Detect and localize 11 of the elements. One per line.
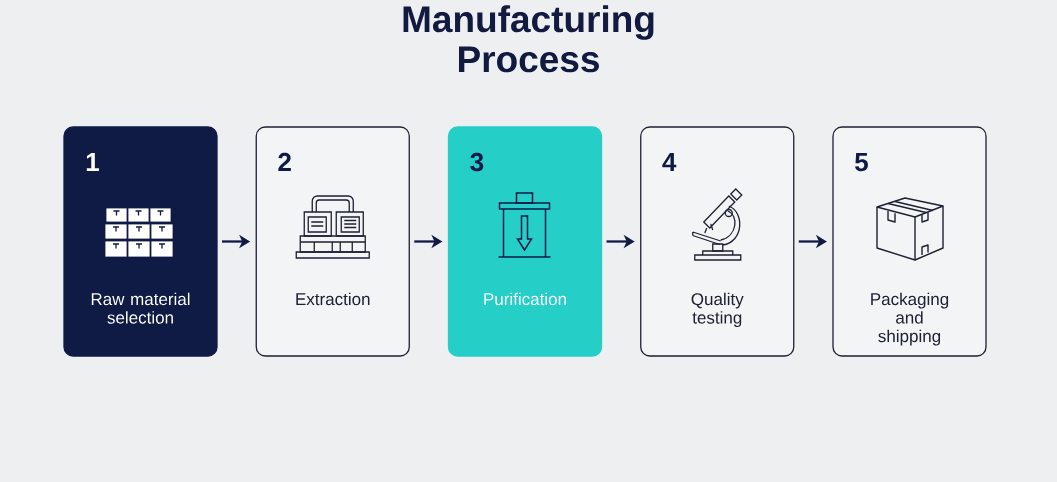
step-number: 2 <box>278 152 291 171</box>
step-number: 4 <box>662 153 677 171</box>
step-number: 3 <box>470 152 484 172</box>
step-number: 1 <box>86 153 99 171</box>
step-label: Extraction <box>296 292 370 306</box>
step-label: Raw material selection <box>91 292 190 324</box>
step-label: Quality testing <box>691 292 744 328</box>
step-number: 5 <box>855 153 868 172</box>
step-label: Purification <box>484 292 566 306</box>
title: Manufacturing Process <box>403 5 654 73</box>
step-label: Packaging and shipping <box>871 292 949 346</box>
